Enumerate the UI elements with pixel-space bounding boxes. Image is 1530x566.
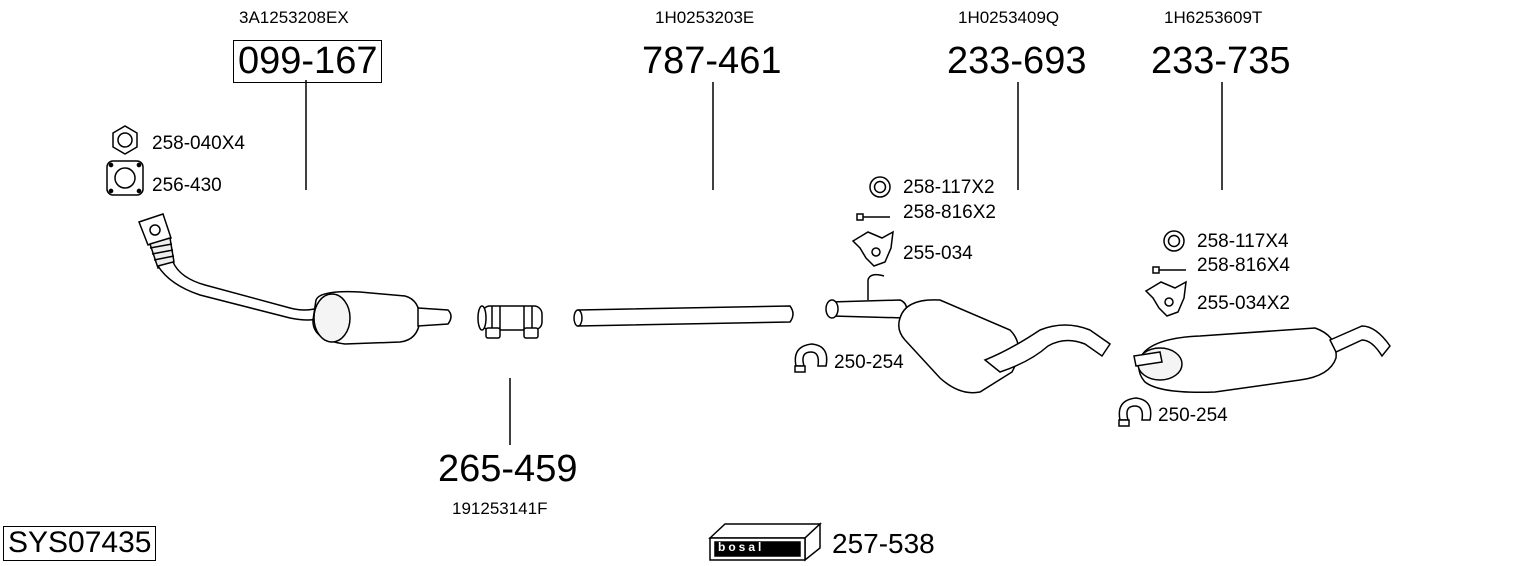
accessory-label-hanger-rear[interactable]: 255-034X2 — [1197, 293, 1290, 314]
bolt-icon — [856, 213, 890, 221]
accessory-label-clip-mid[interactable]: 250-254 — [834, 352, 904, 373]
accessory-label-hanger-mid[interactable]: 255-034 — [903, 243, 973, 264]
oem-number-middle-silencer: 1H0253409Q — [958, 8, 1060, 27]
oem-number-clamp: 191253141F — [452, 499, 548, 518]
gasket-icon — [106, 160, 144, 196]
part-number-233-735[interactable]: 233-735 — [1151, 40, 1291, 82]
middle-silencer-drawing — [825, 273, 1112, 394]
system-code: SYS07435 — [3, 526, 157, 561]
accessory-label-nut[interactable]: 258-040X4 — [152, 133, 245, 154]
oem-number-pipe: 1H0253203E — [655, 8, 755, 27]
part-number-787-461[interactable]: 787-461 — [642, 40, 782, 82]
hanger-icon — [851, 230, 894, 267]
oem-number-catalytic: 3A1253208EX — [239, 8, 349, 27]
accessory-label-ring-rear[interactable]: 258-117X4 — [1197, 231, 1289, 252]
mounting-kit-box-icon — [708, 522, 822, 562]
clip-icon — [1118, 397, 1152, 427]
part-number-233-693[interactable]: 233-693 — [947, 40, 1087, 82]
intermediate-pipe-drawing — [573, 305, 794, 327]
accessory-label-bolt-rear[interactable]: 258-816X4 — [1197, 255, 1290, 276]
accessory-label-bolt-mid[interactable]: 258-816X2 — [903, 202, 996, 223]
part-number-265-459[interactable]: 265-459 — [438, 448, 578, 490]
rubber-ring-icon — [869, 176, 891, 198]
oem-number-rear-silencer: 1H6253609T — [1164, 8, 1263, 27]
nut-icon — [112, 125, 138, 155]
accessory-label-gasket[interactable]: 256-430 — [152, 175, 222, 196]
bosal-logo: bosal — [718, 540, 765, 554]
part-number-mounting-kit[interactable]: 257-538 — [832, 528, 935, 559]
bolt-icon — [1152, 266, 1186, 274]
clamp-drawing — [477, 305, 543, 339]
hanger-icon — [1144, 280, 1187, 317]
rubber-ring-icon — [1163, 230, 1185, 252]
catalytic-converter-drawing — [138, 213, 452, 345]
accessory-label-ring-mid[interactable]: 258-117X2 — [903, 177, 995, 198]
part-number-099-167[interactable]: 099-167 — [233, 40, 383, 83]
rear-silencer-drawing — [1133, 325, 1391, 394]
accessory-label-clip-rear[interactable]: 250-254 — [1158, 405, 1228, 426]
clip-icon — [794, 343, 828, 373]
